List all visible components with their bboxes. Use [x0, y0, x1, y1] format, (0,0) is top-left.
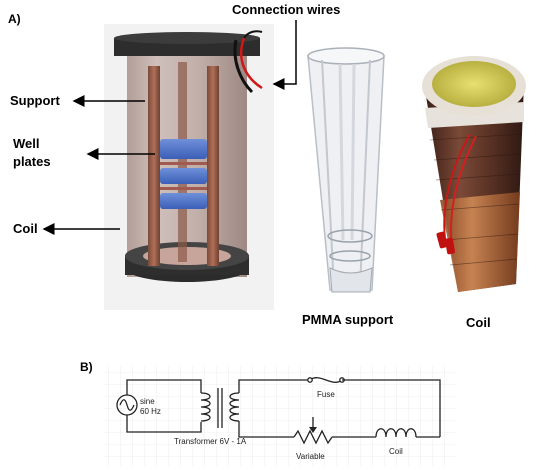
circuit-coil-label: Coil	[389, 447, 403, 456]
source-label-line1: sine	[140, 397, 155, 406]
circuit-diagram: sine 60 Hz Fuse Transformer 6V - 1A Vari…	[103, 366, 455, 466]
well-plates-label-line2: plates	[13, 154, 51, 169]
well-plates-label-line1: Well	[13, 136, 40, 151]
circuit-coil-symbol	[375, 428, 417, 438]
pmma-support-photo	[307, 47, 385, 293]
fuse-label: Fuse	[317, 390, 335, 399]
transformer-primary-winding	[200, 392, 211, 422]
transformer-label: Transformer 6V - 1A	[174, 437, 247, 446]
source-label-line2: 60 Hz	[140, 407, 161, 416]
circuit-grid-background	[103, 366, 455, 466]
connection-wires-label: Connection wires	[232, 2, 341, 17]
panel-b-label: B)	[80, 360, 93, 374]
coil-caption: Coil	[466, 315, 491, 330]
well-plates-render	[160, 139, 207, 209]
transformer-secondary-winding	[229, 392, 240, 422]
pmma-support-caption: PMMA support	[302, 312, 394, 327]
device-render	[104, 24, 274, 310]
fuse-symbol	[309, 377, 343, 383]
panel-a-label: A)	[8, 12, 21, 26]
variable-resistor-symbol	[293, 429, 333, 445]
panel-a-illustration	[42, 20, 526, 310]
coil-label: Coil	[13, 221, 38, 236]
variable-label: Variable	[296, 452, 325, 461]
support-label: Support	[10, 93, 60, 108]
connection-wires-arrow	[272, 20, 297, 90]
coil-photo	[422, 56, 526, 292]
